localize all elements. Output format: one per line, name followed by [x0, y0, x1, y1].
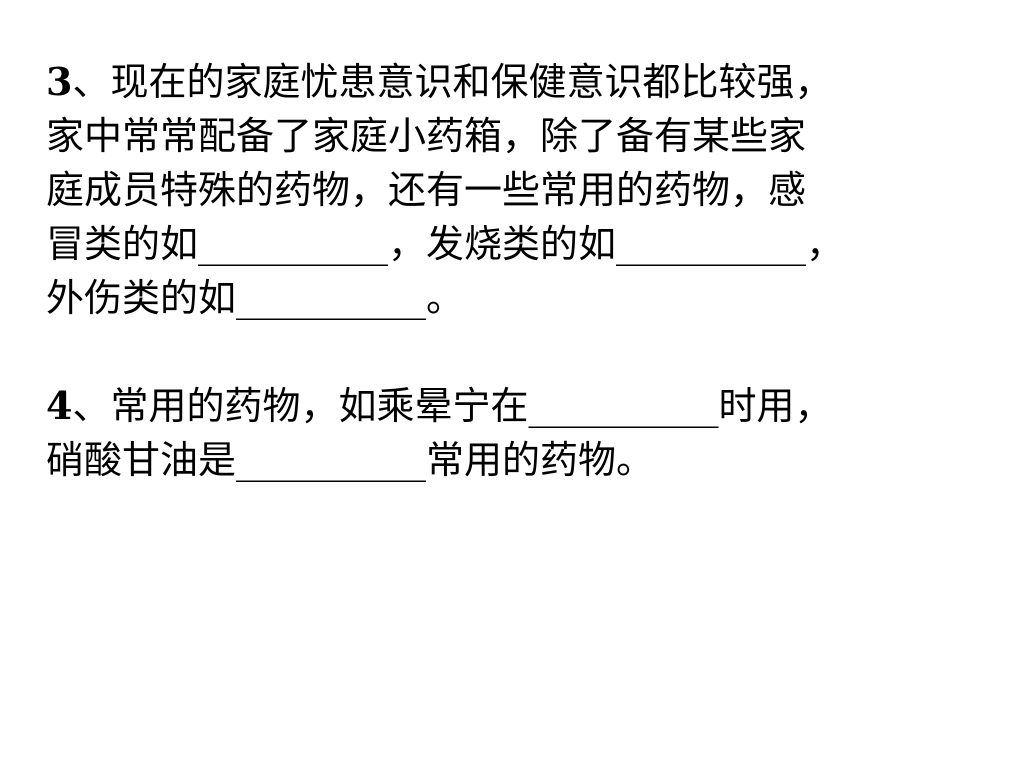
question-3-line-4: 冒类的如__________，发烧类的如__________， — [46, 222, 845, 266]
question-4-line-1: 4、常用的药物，如乘晕宁在__________时用， — [46, 379, 976, 433]
question-4: 4、常用的药物，如乘晕宁在__________时用， 硝酸甘油是________… — [46, 379, 976, 487]
question-3-line-3: 庭成员特殊的药物，还有一些常用的药物，感 — [46, 168, 807, 212]
question-4-line-2: 硝酸甘油是__________常用的药物。 — [46, 438, 655, 482]
question-3: 3、现在的家庭忧患意识和保健意识都比较强， 家中常常配备了家庭小药箱，除了备有某… — [46, 55, 976, 325]
question-3-line-5: 外伤类的如__________。 — [46, 276, 465, 320]
question-4-line-1-text: 、常用的药物，如乘晕宁在__________时用， — [72, 384, 833, 428]
question-3-line-1-text: 、现在的家庭忧患意识和保健意识都比较强， — [72, 60, 833, 104]
question-4-number: 4 — [46, 383, 73, 428]
question-3-number: 3 — [46, 59, 73, 104]
question-text-block: 3、现在的家庭忧患意识和保健意识都比较强， 家中常常配备了家庭小药箱，除了备有某… — [46, 55, 976, 541]
question-3-line-2: 家中常常配备了家庭小药箱，除了备有某些家 — [46, 114, 807, 158]
question-3-line-1: 3、现在的家庭忧患意识和保健意识都比较强， — [46, 55, 976, 109]
